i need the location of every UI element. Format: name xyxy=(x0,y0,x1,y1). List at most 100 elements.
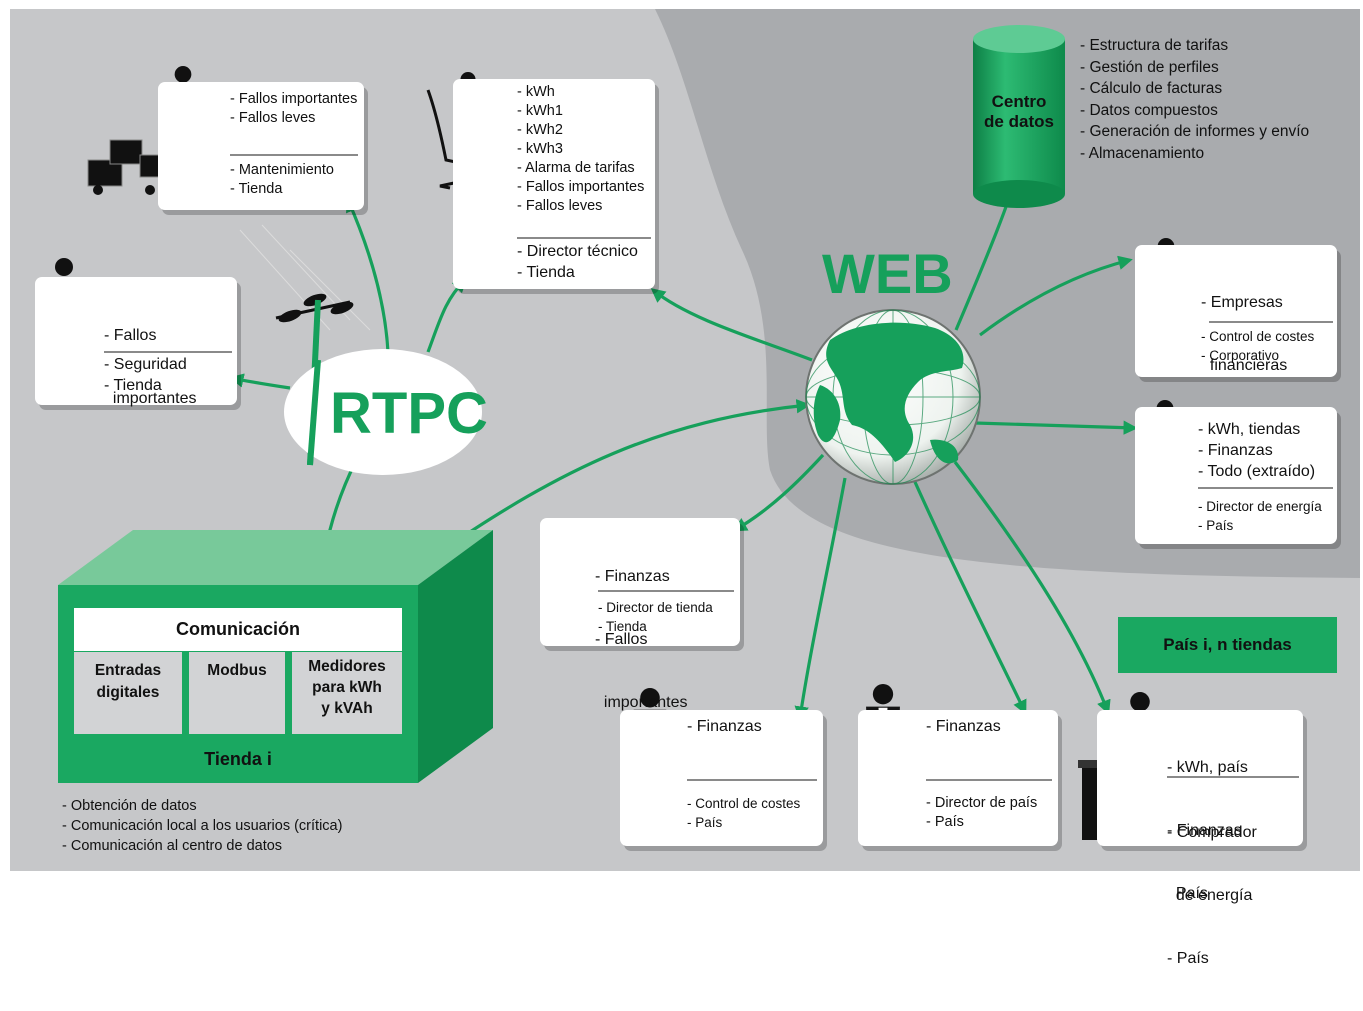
card-store-director: - Finanzas - Fallos importantes - Direct… xyxy=(540,518,740,711)
card-divider xyxy=(517,237,651,239)
card-text-line: - Empresas xyxy=(1201,294,1283,311)
card-text-line: - Comprador xyxy=(1167,824,1257,841)
data-center-title-line: de datos xyxy=(984,112,1054,131)
card-text-line: - Fallos leves xyxy=(517,198,603,214)
card-technical-top: - kWh - kWh1 - kWh2 - kWh3 - Alarma de t… xyxy=(517,83,644,216)
card-text-line: - kWh1 xyxy=(517,103,563,119)
card-text-line: - Finanzas xyxy=(1198,442,1273,459)
arrow-web-countrydirector xyxy=(913,481,1027,715)
data-center-title-line: Centro xyxy=(991,92,1047,111)
card-text-line: importantes xyxy=(104,390,197,407)
store-note: - Comunicación local a los usuarios (crí… xyxy=(62,818,343,834)
card-text-line: - Fallos importantes xyxy=(517,179,645,195)
card-financial: - Empresas financieras - Control de cost… xyxy=(1135,245,1337,377)
card-energy-buyer: - kWh, país - Finanzas País - Comprador … xyxy=(1097,710,1303,967)
store-col-line: y kVAh xyxy=(321,700,373,717)
card-divider xyxy=(1167,776,1299,778)
card-divider xyxy=(104,351,232,353)
card-cost-control-top: - Finanzas xyxy=(687,716,762,737)
card-maintenance: - Fallos importantes - Fallos leves - Ma… xyxy=(158,82,364,210)
store-meters: Medidores para kWh y kVAh xyxy=(292,656,402,719)
card-text-line: - Mantenimiento xyxy=(230,162,334,178)
card-maintenance-bottom: - Mantenimiento - Tienda xyxy=(230,161,334,199)
card-store-director-bottom: - Director de tienda - Tienda xyxy=(598,598,713,636)
data-center-title: Centro de datos xyxy=(973,92,1065,132)
store-col-line: para kWh xyxy=(312,679,382,696)
card-financial-bottom: - Control de costes - Corporativo xyxy=(1201,327,1314,365)
card-divider xyxy=(926,779,1052,781)
data-center-item: - Generación de informes y envío xyxy=(1080,123,1310,140)
connection-arrows xyxy=(229,167,1138,721)
card-text-line: - País xyxy=(1198,518,1234,533)
data-center-item: - Cálculo de facturas xyxy=(1080,80,1223,97)
rtpc-ellipse xyxy=(284,349,482,475)
card-text-line: - Director de tienda xyxy=(598,600,713,615)
card-text-line: - Fallos xyxy=(104,327,157,344)
card-country-director-top: - Finanzas xyxy=(926,716,1001,737)
arrow-web-technical xyxy=(650,288,813,362)
card-text-line: - Finanzas xyxy=(595,568,670,585)
arrow-rtpc-maintenance xyxy=(346,197,390,353)
card-text-line: - Control de costes xyxy=(1201,329,1315,344)
card-divider xyxy=(687,779,817,781)
card-text-line: - Finanzas xyxy=(687,718,762,735)
data-center-item: - Almacenamiento xyxy=(1080,144,1205,162)
card-text-line: - Fallos importantes xyxy=(230,91,358,107)
card-cost-control: - Finanzas - Control de costes - País xyxy=(620,710,823,846)
card-text-line: - Fallos xyxy=(595,631,648,648)
card-text-line: - Tienda xyxy=(517,264,575,281)
card-text-line: - kWh, país xyxy=(1167,759,1248,776)
card-text-line: - Corporativo xyxy=(1201,348,1280,363)
data-center-item: - Estructura de tarifas xyxy=(1080,37,1229,54)
card-text-line: importantes xyxy=(595,694,688,711)
card-text-line: - Director de energía xyxy=(1198,499,1322,514)
data-center-functions: - Estructura de tarifas - Gestión de per… xyxy=(1080,35,1309,164)
card-technical: - kWh - kWh1 - kWh2 - kWh3 - Alarma de t… xyxy=(453,79,655,289)
card-cost-control-bottom: - Control de costes - País xyxy=(687,794,800,832)
store-notes: - Obtención de datos - Comunicación loca… xyxy=(62,796,342,856)
card-energy-buyer-bottom: - Comprador de energía - País xyxy=(1167,780,1257,1011)
card-text-line: - País xyxy=(687,815,723,830)
arrow-web-financial xyxy=(979,255,1133,337)
card-text-line: de energía xyxy=(1167,887,1253,904)
diagram-canvas: - Fallos importantes - Fallos leves - Ma… xyxy=(10,9,1360,967)
arrow-store-web xyxy=(439,399,811,554)
card-text-line: - Finanzas xyxy=(926,718,1001,735)
card-text-line: - kWh2 xyxy=(517,122,563,138)
data-center-item: - Gestión de perfiles xyxy=(1080,58,1219,76)
cart-boxes-icon xyxy=(87,139,171,195)
store-box xyxy=(58,530,493,783)
card-security-top: - Fallos importantes xyxy=(104,283,196,451)
card-country-director: - Finanzas - Director de país - País xyxy=(858,710,1058,846)
card-security: - Fallos importantes - Seguridad - Tiend… xyxy=(35,277,237,407)
card-text-line: - Tienda xyxy=(230,181,283,197)
store-col-line: Entradas xyxy=(94,662,162,679)
card-text-line: - Director de país xyxy=(926,795,1038,811)
store-modbus: Modbus xyxy=(189,660,285,682)
card-text-line: financieras xyxy=(1201,357,1288,374)
store-digital-inputs: Entradas digitales xyxy=(74,660,182,704)
card-text-line: - País xyxy=(926,814,964,830)
web-label: WEB xyxy=(822,242,953,305)
data-center-item: - Datos compuestos xyxy=(1080,101,1218,119)
card-country-director-bottom: - Director de país - País xyxy=(926,794,1037,832)
database-cylinder-icon xyxy=(973,25,1065,208)
card-divider xyxy=(1198,487,1333,489)
store-col-line: digitales xyxy=(96,684,160,701)
store-note: - Comunicación al centro de datos xyxy=(62,838,283,854)
country-label: País i, n tiendas xyxy=(1163,635,1292,654)
country-label-box xyxy=(1118,617,1337,673)
rtpc-label: RTPC xyxy=(330,381,488,446)
card-text-line: - País xyxy=(1167,950,1209,967)
card-energy: - kWh, tiendas - Finanzas - Todo (extraí… xyxy=(1135,407,1337,544)
arrow-web-energybuyer xyxy=(953,461,1111,715)
card-divider xyxy=(1209,321,1333,323)
store-footer: Tienda i xyxy=(204,749,272,769)
card-text-line: - Tienda xyxy=(598,619,647,634)
card-text-line: - kWh3 xyxy=(517,141,563,157)
card-text-line: - Fallos leves xyxy=(230,110,316,126)
store-note: - Obtención de datos xyxy=(62,798,197,814)
card-text-line: - Control de costes xyxy=(687,796,801,811)
card-text-line: - Director técnico xyxy=(517,243,638,260)
card-text-line: - kWh, tiendas xyxy=(1198,421,1301,438)
